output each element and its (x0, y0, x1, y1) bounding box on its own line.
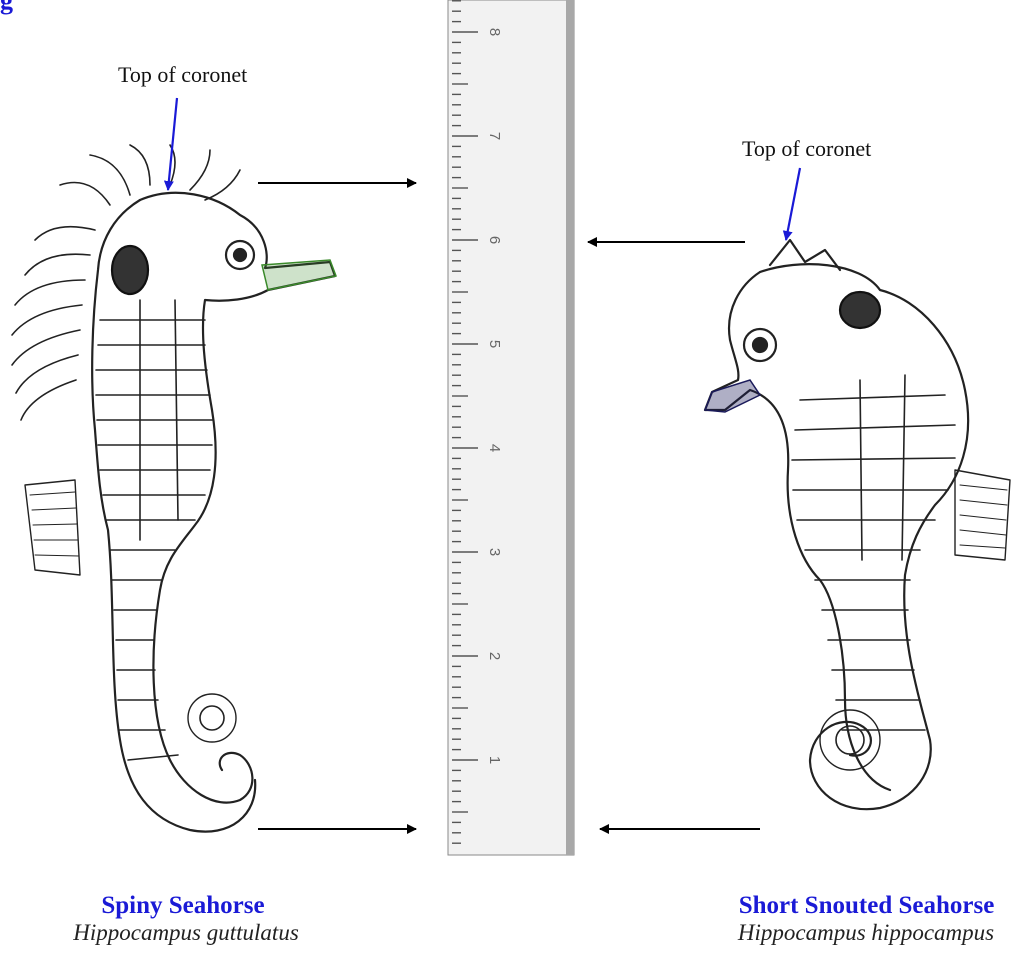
measuring-ruler: 1 2 3 4 5 6 7 8 (448, 0, 574, 855)
ruler-tick-label: 7 (486, 132, 503, 140)
ruler-tick-label: 4 (486, 444, 503, 452)
right-scientific-name: Hippocampus hippocampus (706, 920, 1026, 946)
right-coronet-label: Top of coronet (742, 136, 871, 162)
right-common-name: Short Snouted Seahorse (704, 892, 1029, 920)
ruler-tick-label: 6 (486, 236, 503, 244)
arrow-right-coronet-pointer (786, 168, 800, 240)
ruler-tick-label: 3 (486, 548, 503, 556)
ruler-tick-label: 2 (486, 652, 503, 660)
spiny-snout-highlight (262, 260, 336, 290)
short-snouted-seahorse-illustration (705, 240, 1010, 809)
left-coronet-label: Top of coronet (118, 62, 247, 88)
spiny-seahorse-illustration (12, 145, 335, 832)
left-scientific-name: Hippocampus guttulatus (56, 920, 316, 946)
left-common-name: Spiny Seahorse (78, 892, 288, 920)
short-snout-highlight (705, 380, 760, 412)
ruler-tick-label: 8 (486, 28, 503, 36)
ruler-tick-label: 1 (486, 756, 503, 764)
ruler-tick-label: 5 (486, 340, 503, 348)
